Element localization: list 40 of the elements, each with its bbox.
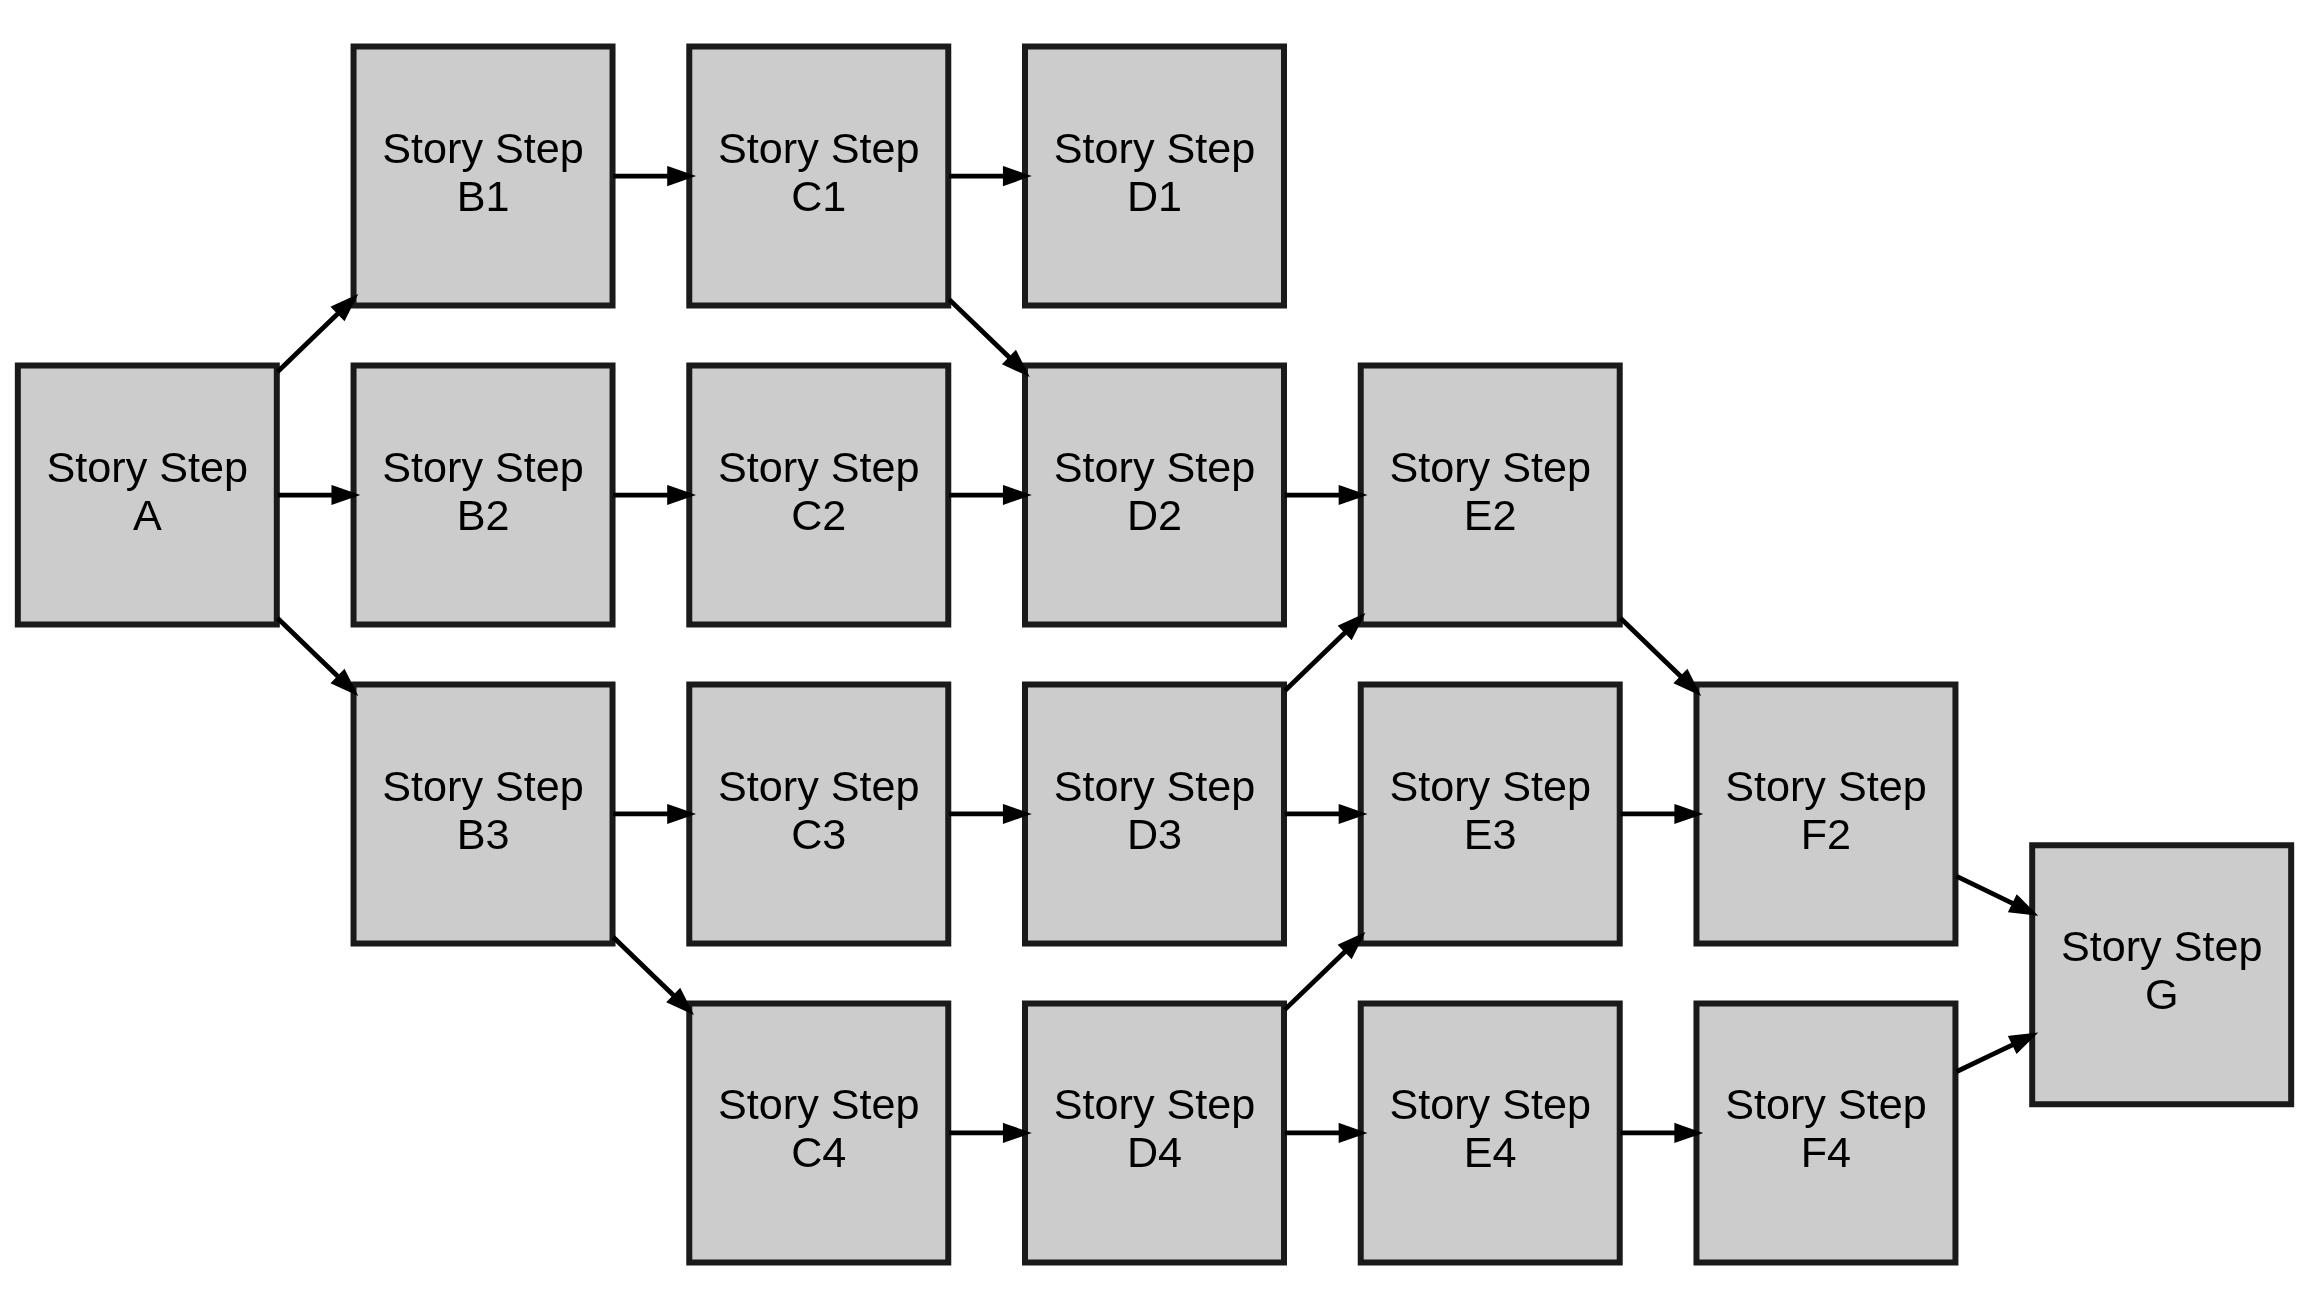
- node-box: Story Step C3: [686, 681, 952, 947]
- node-box: Story Step C4: [686, 1000, 952, 1266]
- arrow: [1283, 612, 1366, 693]
- node-box: Story Step D4: [1022, 1000, 1287, 1266]
- arrow: [1620, 803, 1704, 825]
- node-box: Story Step E2: [1357, 362, 1623, 628]
- arrow: [1284, 803, 1368, 825]
- arrow: [611, 935, 694, 1015]
- arrow: [276, 616, 359, 697]
- node-box: Story Step A: [14, 362, 280, 628]
- arrow: [947, 297, 1030, 378]
- node-box: Story Step G: [2029, 842, 2295, 1108]
- arrow: [1955, 873, 2039, 916]
- node-box: Story Step C2: [686, 362, 952, 628]
- arrow: [949, 803, 1032, 825]
- node-box: Story Step E4: [1357, 1000, 1623, 1266]
- arrow: [276, 294, 359, 374]
- node-box: Story Step E3: [1357, 681, 1623, 947]
- node-box: Story Step C1: [686, 43, 952, 309]
- arrow: [949, 484, 1032, 506]
- arrow: [613, 484, 697, 506]
- node-box: Story Step D1: [1022, 43, 1287, 309]
- node-box: Story Step D3: [1022, 681, 1287, 947]
- arrow: [949, 166, 1032, 187]
- arrow: [1620, 1122, 1704, 1143]
- node-box: Story Step F4: [1693, 1000, 1959, 1266]
- arrow: [1955, 1032, 2039, 1074]
- arrow: [949, 1122, 1032, 1143]
- node-box: Story Step B3: [350, 681, 616, 947]
- arrow: [613, 803, 697, 825]
- node-box: Story Step F2: [1693, 681, 1959, 947]
- arrow: [1618, 616, 1702, 697]
- node-box: Story Step B1: [350, 43, 616, 309]
- arrow: [1284, 1122, 1368, 1143]
- node-box: Story Step B2: [350, 362, 616, 628]
- arrow: [277, 484, 361, 506]
- arrow: [1284, 484, 1368, 506]
- arrow: [1283, 931, 1366, 1012]
- node-box: Story Step D2: [1022, 362, 1287, 628]
- arrow: [613, 166, 697, 187]
